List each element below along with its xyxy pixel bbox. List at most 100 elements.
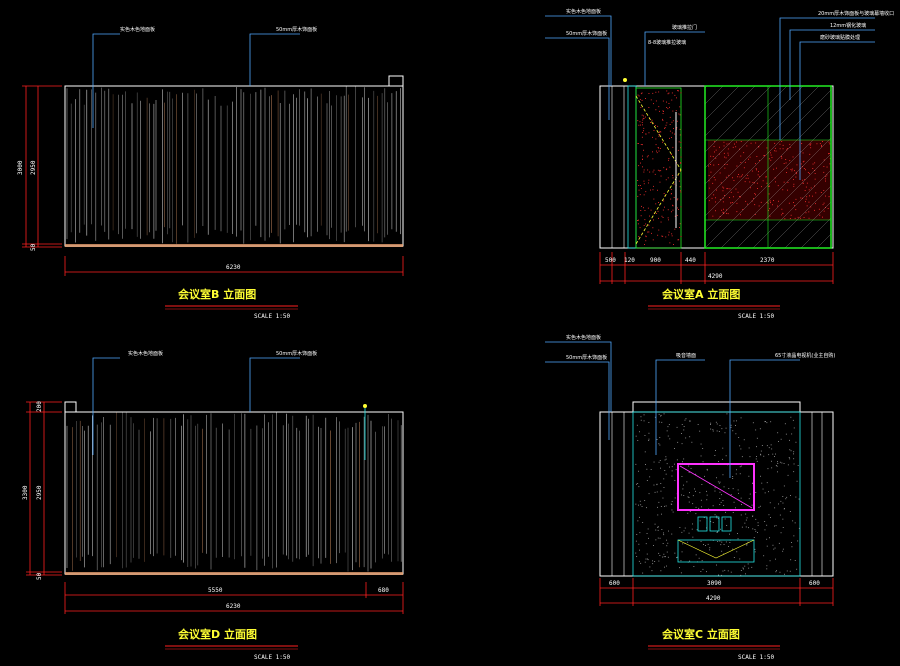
texture-dot xyxy=(639,121,641,123)
texture-dot xyxy=(735,146,737,148)
texture-dot xyxy=(705,545,706,546)
texture-dot xyxy=(640,504,642,506)
texture-dot xyxy=(665,505,667,507)
texture-dot xyxy=(803,168,805,169)
texture-dot xyxy=(765,421,766,422)
texture-dot xyxy=(758,506,760,508)
texture-dot xyxy=(665,556,666,558)
texture-dot xyxy=(661,513,662,515)
texture-dot xyxy=(764,421,766,423)
texture-dot xyxy=(656,491,658,493)
texture-dot xyxy=(672,120,674,122)
texture-dot xyxy=(636,424,638,426)
texture-dot xyxy=(680,572,682,574)
texture-dot xyxy=(722,211,724,213)
texture-dot xyxy=(648,182,649,184)
texture-dot xyxy=(725,157,727,159)
note-text: 8-8玻璃推拉玻璃 xyxy=(648,39,686,46)
texture-dot xyxy=(692,536,694,538)
texture-dot xyxy=(741,526,743,528)
texture-dot xyxy=(794,522,796,524)
texture-dot xyxy=(672,110,674,112)
texture-dot xyxy=(657,210,659,212)
texture-dot xyxy=(668,424,670,425)
texture-dot xyxy=(681,433,682,434)
texture-dot xyxy=(768,158,770,160)
texture-dot xyxy=(657,514,659,516)
texture-dot xyxy=(787,182,789,183)
texture-dot xyxy=(770,421,772,423)
texture-dot xyxy=(754,214,756,215)
texture-dot xyxy=(701,506,702,508)
texture-dot xyxy=(755,518,757,520)
texture-dot xyxy=(797,465,799,466)
texture-dot xyxy=(685,418,687,420)
texture-dot xyxy=(647,155,649,157)
texture-dot xyxy=(638,185,640,186)
texture-dot xyxy=(778,542,780,544)
texture-dot xyxy=(643,117,645,119)
texture-dot xyxy=(677,90,678,92)
texture-dot xyxy=(783,181,785,183)
texture-dot xyxy=(739,445,741,447)
texture-dot xyxy=(646,156,648,158)
texture-dot xyxy=(779,514,781,516)
leader-line xyxy=(729,359,800,478)
texture-dot xyxy=(736,141,737,143)
texture-dot xyxy=(766,147,768,149)
texture-dot xyxy=(653,130,655,131)
view-a: 实色木色地面板 50mm厚木饰面板 玻璃推拉门 8-8玻璃推拉玻璃 20mm厚木… xyxy=(545,8,894,320)
texture-dot xyxy=(759,428,761,430)
texture-dot xyxy=(698,507,700,509)
hatch-line xyxy=(705,86,788,169)
texture-dot xyxy=(658,229,660,231)
texture-dot xyxy=(723,141,725,143)
texture-dot xyxy=(751,170,753,172)
texture-dot xyxy=(712,156,714,157)
texture-dot xyxy=(710,171,712,173)
texture-dot xyxy=(754,551,756,553)
texture-dot xyxy=(826,174,828,176)
texture-dot xyxy=(743,167,745,169)
texture-dot xyxy=(714,151,715,153)
texture-dot xyxy=(787,148,789,149)
texture-dot xyxy=(640,124,641,126)
texture-dot xyxy=(763,555,765,557)
texture-dot xyxy=(736,469,737,471)
texture-dot xyxy=(825,176,827,177)
dim-text: 50 xyxy=(36,572,43,580)
texture-dot xyxy=(644,244,645,245)
texture-dot xyxy=(653,198,655,200)
texture-dot xyxy=(793,185,795,187)
texture-dot xyxy=(749,493,751,495)
texture-dot xyxy=(638,124,640,126)
glass-texture xyxy=(637,90,831,245)
texture-dot xyxy=(657,537,659,539)
texture-dot xyxy=(740,570,742,571)
texture-dot xyxy=(793,535,795,537)
hatch-line xyxy=(752,169,831,248)
texture-dot xyxy=(740,514,742,516)
texture-dot xyxy=(688,471,690,473)
texture-dot xyxy=(656,439,658,440)
texture-dot xyxy=(755,530,757,532)
texture-dot xyxy=(712,429,714,431)
texture-dot xyxy=(760,450,762,452)
texture-dot xyxy=(823,171,825,173)
texture-dot xyxy=(755,458,757,460)
texture-dot xyxy=(674,228,676,230)
texture-dot xyxy=(668,103,670,104)
texture-dot xyxy=(725,541,727,543)
texture-dot xyxy=(756,169,757,171)
texture-dot xyxy=(644,561,646,563)
texture-dot xyxy=(671,154,672,155)
dim-text: 6230 xyxy=(226,603,241,610)
texture-dot xyxy=(723,208,724,210)
texture-dot xyxy=(806,196,808,198)
texture-dot xyxy=(759,160,760,161)
texture-dot xyxy=(659,444,661,446)
texture-dot xyxy=(692,503,694,505)
hatch-line xyxy=(705,121,831,248)
texture-dot xyxy=(774,142,776,144)
texture-dot xyxy=(794,217,796,219)
